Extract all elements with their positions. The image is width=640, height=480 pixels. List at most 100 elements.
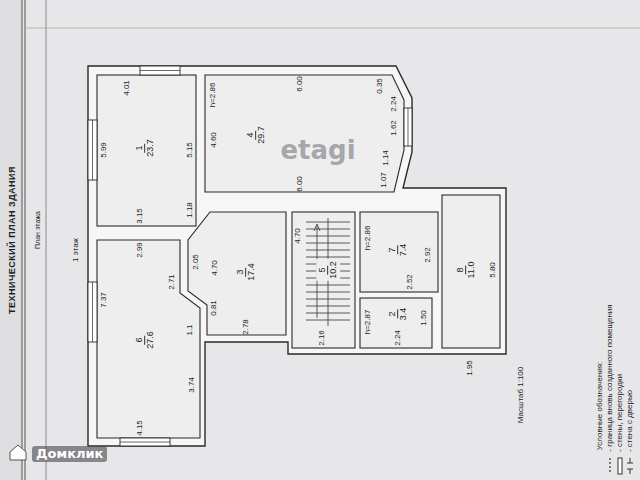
room-label: 510.2 bbox=[316, 259, 340, 281]
room-number: 3 bbox=[235, 268, 246, 277]
dimension-label: 2.71 bbox=[168, 274, 176, 290]
legend-sample bbox=[618, 458, 622, 474]
watermark: Домклик bbox=[32, 446, 107, 462]
legend-sample bbox=[609, 458, 610, 474]
frame-line bbox=[25, 0, 26, 480]
window-symbol bbox=[88, 120, 97, 180]
room-area: 10.2 bbox=[329, 261, 339, 279]
room: 627.6 bbox=[97, 240, 200, 438]
room-number: 2 bbox=[387, 309, 398, 318]
dimension-label: 6.00 bbox=[296, 176, 304, 192]
legend-sample bbox=[627, 458, 633, 474]
watermark: etagi bbox=[280, 137, 355, 163]
room-label: 627.6 bbox=[133, 329, 157, 351]
dimension-label: 2.92 bbox=[424, 247, 432, 263]
window-symbol bbox=[404, 108, 412, 146]
window-line bbox=[92, 120, 93, 180]
dimension-label: 5.80 bbox=[489, 262, 497, 278]
room-outline bbox=[292, 212, 355, 348]
dimension-label: 1.50 bbox=[420, 310, 428, 326]
outer-wall bbox=[88, 66, 506, 446]
height-label: h=2.86 bbox=[209, 83, 217, 108]
room-area: 29.7 bbox=[257, 126, 267, 144]
room-area: 17.4 bbox=[247, 263, 257, 281]
sheet-title: ТЕХНИЧЕСКИЙ ПЛАН ЗДАНИЯ bbox=[7, 166, 17, 314]
window-symbol bbox=[140, 66, 180, 75]
dimension-label: 2.52 bbox=[406, 274, 414, 290]
room: 429.7 bbox=[205, 75, 395, 192]
floor-label: 1 этаж bbox=[71, 238, 80, 262]
dimension-label: 2.16 bbox=[318, 330, 326, 346]
scale-label: Масштаб 1:100 bbox=[517, 367, 525, 423]
dimension-label: 2.24 bbox=[390, 96, 398, 112]
dimension-label: 1.62 bbox=[390, 120, 398, 136]
watermark-icon bbox=[10, 445, 26, 460]
room-number: 7 bbox=[387, 245, 398, 254]
window-line bbox=[92, 282, 93, 342]
frame-line bbox=[22, 0, 23, 480]
room-area: 7.4 bbox=[399, 244, 409, 257]
dimension-label: 2.05 bbox=[192, 254, 200, 270]
window-line bbox=[408, 108, 409, 146]
dimension-label: 2.99 bbox=[136, 242, 144, 258]
dimension-label: 1.18 bbox=[186, 202, 194, 218]
window-line bbox=[120, 442, 170, 443]
room-number: 6 bbox=[134, 336, 145, 345]
room-outline bbox=[97, 240, 200, 438]
dimension-label: 7.37 bbox=[100, 292, 108, 308]
room: 123.7 bbox=[97, 75, 196, 226]
dimension-label: 4.70 bbox=[294, 228, 302, 244]
dimension-label: 1.14 bbox=[382, 150, 390, 166]
frame-line bbox=[25, 28, 640, 29]
margin-strip bbox=[0, 0, 22, 480]
height-label: h=2.86 bbox=[364, 226, 372, 251]
dimension-label: 5.15 bbox=[186, 142, 194, 158]
dimension-label: 5.99 bbox=[100, 142, 108, 158]
stair-treads bbox=[306, 218, 350, 326]
height-label: h=2.87 bbox=[364, 310, 372, 335]
dimension-label: 4.60 bbox=[210, 132, 218, 148]
sheet-subtitle: План этажа bbox=[34, 211, 41, 249]
room-label: 317.4 bbox=[234, 261, 258, 283]
room-outline bbox=[442, 195, 500, 348]
window-symbol bbox=[88, 282, 97, 342]
room-label: 23.4 bbox=[386, 306, 410, 323]
dimension-label: 3.74 bbox=[188, 377, 196, 393]
room-number: 5 bbox=[317, 266, 328, 275]
dimension-label: 4.70 bbox=[211, 260, 219, 276]
legend-text: - стена с дверью bbox=[626, 390, 634, 452]
room-label: 123.7 bbox=[133, 137, 157, 159]
room-outline bbox=[360, 298, 432, 348]
room-number: 8 bbox=[455, 265, 466, 274]
room-area: 3.4 bbox=[399, 308, 409, 321]
dimension-label: 1.1 bbox=[186, 324, 194, 335]
dimension-label: 2.78 bbox=[242, 319, 250, 335]
dimension-label: 4.15 bbox=[136, 420, 144, 436]
dimension-label: 0.35 bbox=[376, 78, 384, 94]
room: 317.4 bbox=[188, 212, 286, 335]
room-area: 23.7 bbox=[146, 139, 156, 157]
window-symbol bbox=[120, 438, 170, 446]
room-area: 27.6 bbox=[146, 331, 156, 349]
dimension-label: 2.24 bbox=[394, 330, 402, 346]
legend-heading: Условные обозначения: bbox=[596, 361, 604, 450]
room-label: 429.7 bbox=[244, 124, 268, 146]
room-number: 1 bbox=[134, 144, 145, 153]
dimension-label: 0.81 bbox=[210, 300, 218, 316]
room-area: 11.0 bbox=[467, 262, 477, 279]
room-outline bbox=[188, 212, 286, 335]
dimension-label: 1.07 bbox=[380, 172, 388, 188]
dimension-label: 1.95 bbox=[466, 360, 474, 376]
dimension-label: 4.01 bbox=[123, 80, 131, 96]
dimension-label: 3.15 bbox=[136, 208, 144, 224]
room-number: 4 bbox=[245, 131, 256, 140]
legend-text: - стены, перегородки bbox=[616, 374, 624, 452]
room-label: 77.4 bbox=[386, 242, 410, 259]
window-line bbox=[140, 70, 180, 71]
room-label: 811.0 bbox=[454, 260, 478, 281]
room-outline bbox=[205, 75, 404, 192]
legend-text: - граница вновь созданного помещения bbox=[606, 305, 614, 452]
frame-line bbox=[46, 0, 47, 480]
